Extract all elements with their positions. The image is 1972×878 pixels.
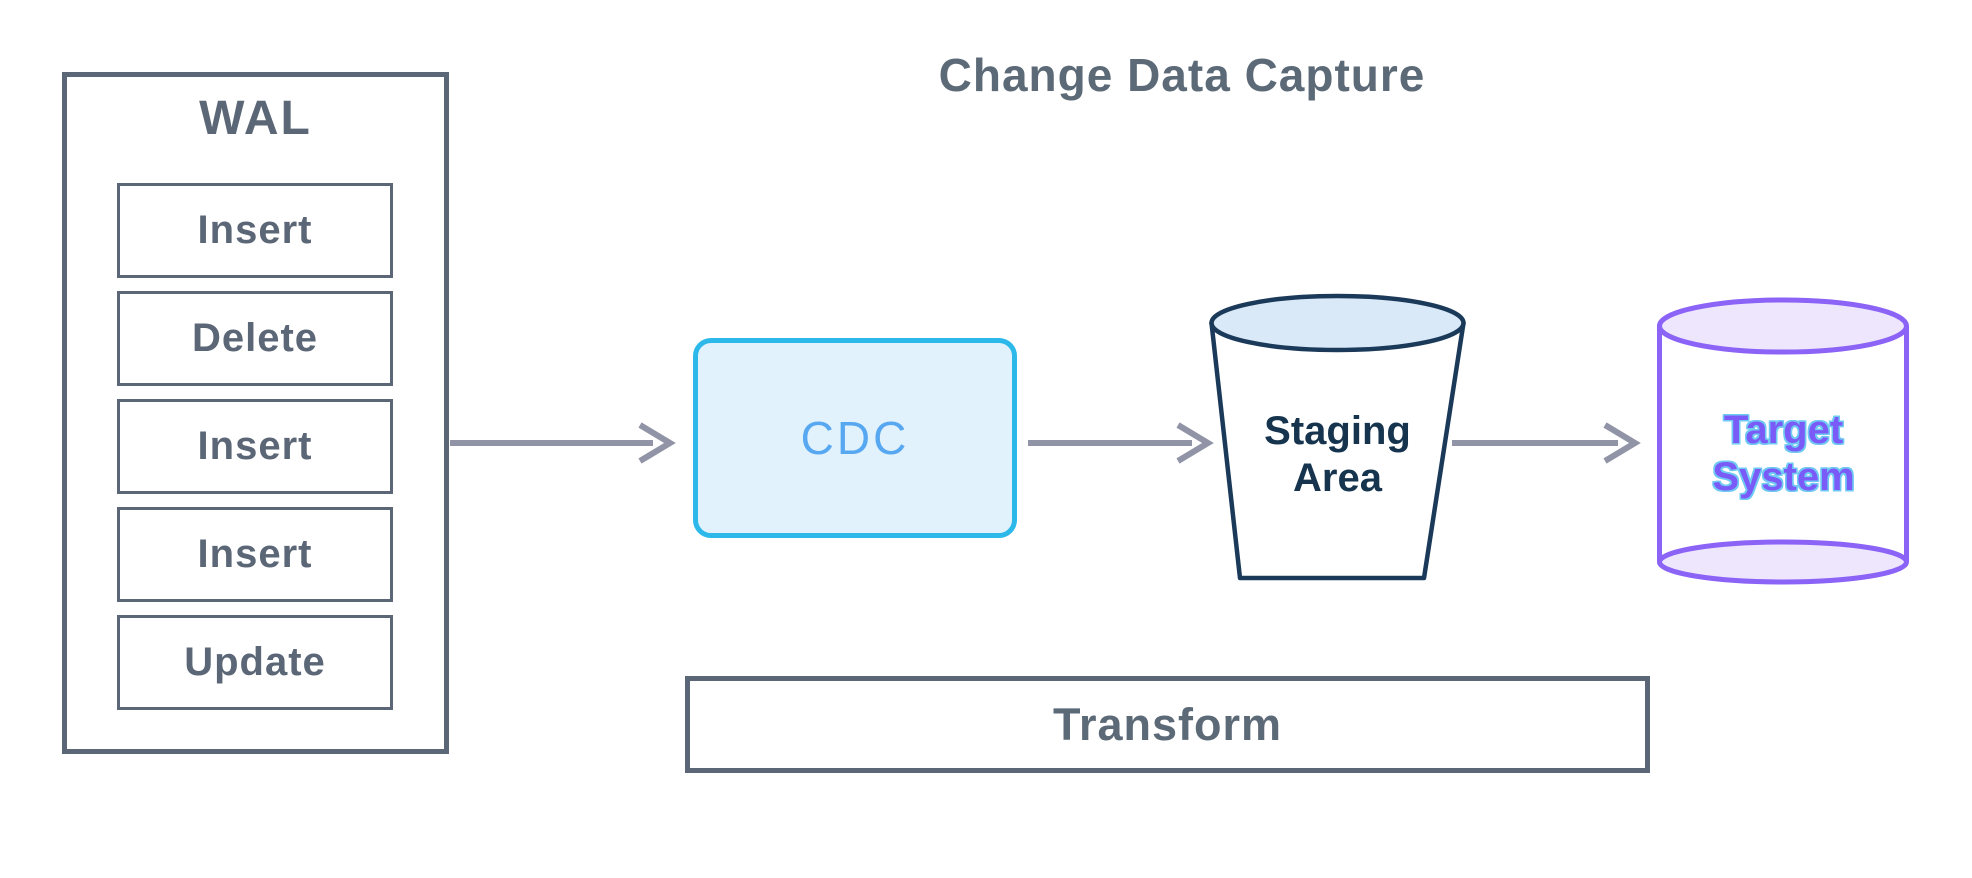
- target-system-label: Target System: [1660, 407, 1907, 501]
- wal-title: WAL: [199, 92, 312, 145]
- wal-entry-row: Insert: [117, 399, 393, 494]
- wal-entry-row: Update: [117, 615, 393, 710]
- target-label-line2: System: [1712, 455, 1855, 499]
- cdc-label: CDC: [800, 412, 910, 464]
- wal-rows: Insert Delete Insert Insert Update: [117, 183, 393, 710]
- staging-label-line2: Area: [1293, 456, 1382, 500]
- target-system-cylinder: [1657, 297, 1909, 585]
- arrow-cdc-to-staging: [1028, 422, 1214, 464]
- staging-label-line1: Staging: [1264, 409, 1411, 453]
- wal-entry-label: Update: [184, 640, 326, 684]
- diagram-title: Change Data Capture: [938, 49, 1426, 101]
- wal-box: WAL Insert Delete Insert Insert Update: [62, 72, 449, 754]
- staging-area-bucket: [1209, 293, 1466, 581]
- staging-area-label: Staging Area: [1212, 408, 1463, 502]
- cdc-box: CDC: [693, 338, 1017, 538]
- transform-box: Transform: [685, 676, 1650, 773]
- wal-entry-row: Insert: [117, 183, 393, 278]
- target-label-line1: Target: [1723, 408, 1844, 452]
- wal-entry-label: Insert: [197, 424, 313, 468]
- wal-entry-label: Insert: [197, 532, 313, 576]
- transform-label: Transform: [1052, 698, 1283, 750]
- arrow-wal-to-cdc: [450, 422, 676, 464]
- wal-entry-label: Insert: [197, 208, 313, 252]
- arrow-staging-to-target: [1452, 422, 1641, 464]
- wal-entry-label: Delete: [191, 316, 319, 360]
- wal-entry-row: Delete: [117, 291, 393, 386]
- wal-entry-row: Insert: [117, 507, 393, 602]
